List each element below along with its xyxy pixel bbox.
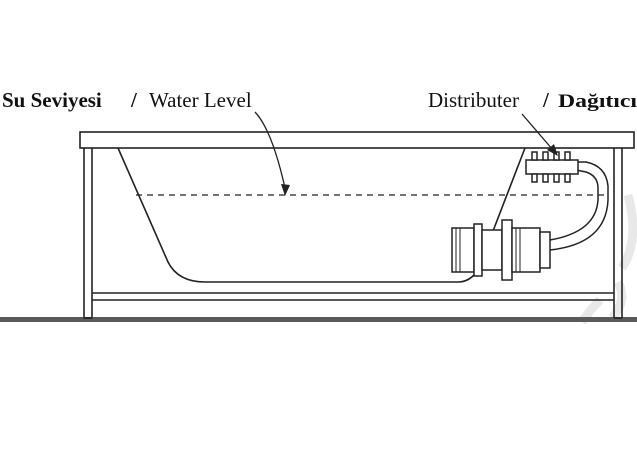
water-level-label-tr: Su Seviyesi	[2, 88, 102, 112]
distributor-leader	[521, 113, 558, 156]
watermark	[578, 193, 637, 325]
water-level-label-en: Water Level	[149, 88, 252, 112]
water-level-separator: /	[130, 88, 138, 112]
water-level-leader	[254, 111, 290, 196]
distributor-separator: /	[542, 88, 550, 112]
distributor-label-en: Distributer	[428, 88, 519, 112]
pump-motor-ribs	[455, 228, 521, 272]
distributor-label-tr: Dağıtıcı	[558, 91, 637, 112]
outlet-hose-inner	[549, 161, 609, 251]
distributor-manifold	[525, 151, 579, 183]
bottom-rail	[92, 292, 614, 301]
tub-rim	[79, 131, 635, 149]
outlet-hose	[549, 169, 599, 241]
tub-legs	[83, 148, 623, 319]
floor-line	[0, 317, 637, 322]
pump-motor	[451, 219, 551, 281]
